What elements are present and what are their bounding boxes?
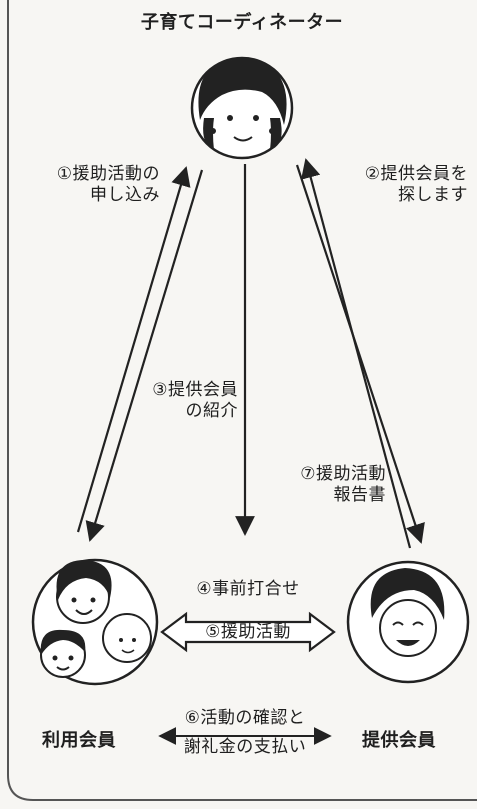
- step5-label: ⑤援助活動: [205, 622, 291, 642]
- arrow-request: [76, 166, 191, 533]
- step6-label: ⑥活動の確認と 謝礼金の支払い: [160, 708, 330, 758]
- step2-label: ②提供会員を 探します: [330, 164, 468, 206]
- step2-line2: 探します: [398, 185, 468, 205]
- step4-label: ④事前打合せ: [196, 579, 300, 599]
- step2-line1: ②提供会員を: [364, 164, 468, 184]
- provider-member-label: 提供会員: [362, 730, 436, 751]
- coordinator-face-icon: [190, 56, 294, 160]
- arrow-activity-report: [301, 158, 412, 549]
- arrow-introduce-provider: [85, 169, 204, 542]
- diagram-title: 子育てコーディネーター: [140, 12, 344, 33]
- arrow-support-activity: [160, 611, 336, 653]
- step7-line2: 報告書: [333, 485, 386, 505]
- step1-line1: ①援助活動の: [56, 164, 160, 184]
- step3-line1: ③提供会員: [152, 380, 238, 400]
- step6-line1: ⑥活動の確認と: [184, 708, 306, 728]
- step7-line1: ⑦援助活動: [300, 464, 386, 484]
- step1-line2: 申し込み: [90, 185, 160, 205]
- step3-line2: の紹介: [185, 401, 238, 421]
- user-member-label: 利用会員: [42, 730, 116, 751]
- step1-label: ①援助活動の 申し込み: [20, 164, 160, 206]
- step6-line2: 謝礼金の支払い: [183, 737, 307, 757]
- step3-label: ③提供会員 の紹介: [130, 380, 238, 422]
- elderly-woman-face-icon: [346, 560, 470, 684]
- step7-label: ⑦援助活動 報告書: [270, 464, 386, 506]
- page-border: [7, 0, 477, 801]
- family-faces-icon: [31, 558, 159, 686]
